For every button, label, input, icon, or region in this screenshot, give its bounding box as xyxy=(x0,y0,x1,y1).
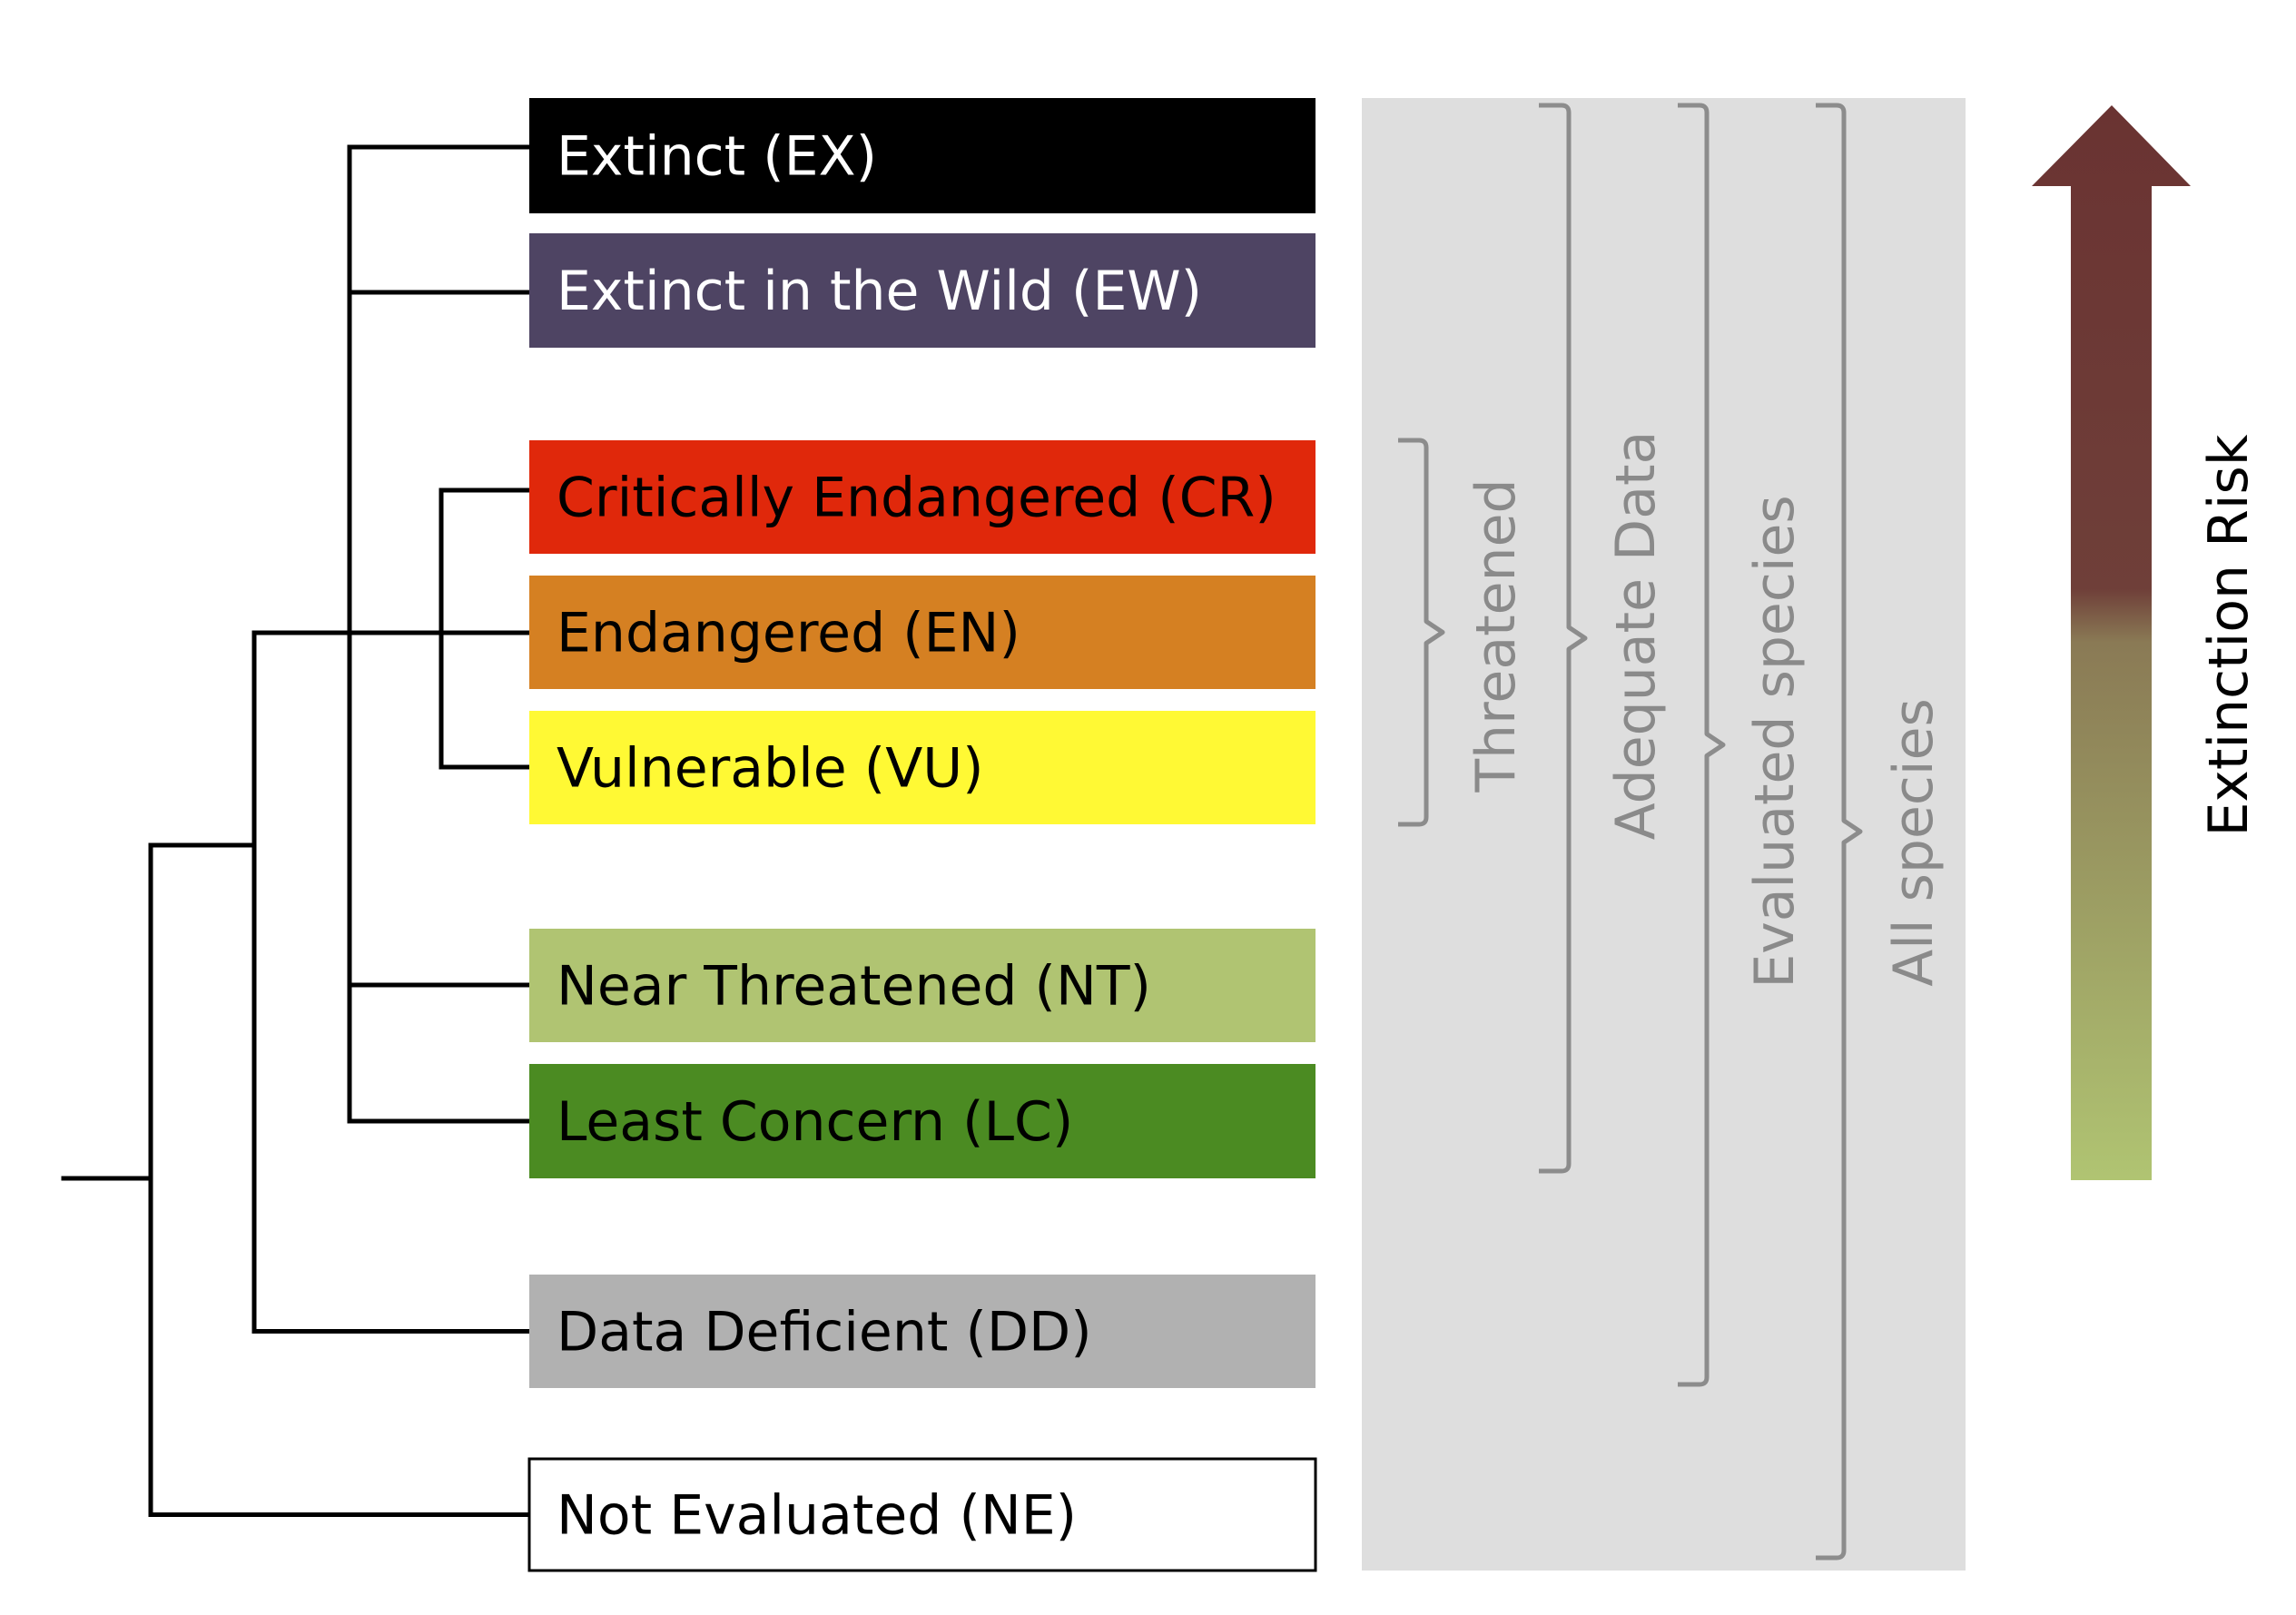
category-box-vu xyxy=(529,711,1316,824)
category-label-ew: Extinct in the Wild (EW) xyxy=(557,260,1202,323)
category-box-ew xyxy=(529,233,1316,348)
group-label-evaluated-species: Evaluated species xyxy=(1743,495,1807,988)
category-box-dd xyxy=(529,1275,1316,1388)
category-box-nt xyxy=(529,929,1316,1042)
category-box-en xyxy=(529,576,1316,689)
category-label-dd: Data Deficient (DD) xyxy=(557,1301,1092,1364)
bracket-threatened xyxy=(1398,438,1445,827)
category-label-vu: Vulnerable (VU) xyxy=(557,737,984,801)
category-box-cr xyxy=(529,440,1316,554)
category-label-nt: Near Threatened (NT) xyxy=(557,955,1151,1019)
category-label-cr: Critically Endangered (CR) xyxy=(557,467,1276,530)
category-boxes: Extinct (EX) Extinct in the Wild (EW) Crit… xyxy=(527,98,1317,1572)
category-label-ex: Extinct (EX) xyxy=(557,125,877,189)
extinction-risk-label: Extinction Risk xyxy=(2197,434,2261,836)
category-tree xyxy=(61,144,532,1517)
bracket-adequate-data xyxy=(1539,103,1588,1174)
group-label-all-species: All species xyxy=(1882,698,1946,987)
category-label-en: Endangered (EN) xyxy=(557,602,1020,665)
bracket-all-species xyxy=(1816,103,1863,1561)
group-label-threatened: Threatened xyxy=(1464,478,1528,793)
bracket-evaluated-species xyxy=(1678,103,1726,1387)
group-panel xyxy=(1362,98,1966,1571)
group-brackets xyxy=(1398,103,1863,1561)
group-label-adequate-data: Adequate Data xyxy=(1604,431,1668,841)
extinction-risk-arrow xyxy=(2032,105,2191,1180)
category-label-lc: Least Concern (LC) xyxy=(557,1090,1073,1154)
category-box-ne xyxy=(527,1457,1317,1572)
category-box-lc xyxy=(529,1064,1316,1178)
category-box-ex xyxy=(529,98,1316,213)
category-label-ne: Not Evaluated (NE) xyxy=(557,1484,1077,1548)
